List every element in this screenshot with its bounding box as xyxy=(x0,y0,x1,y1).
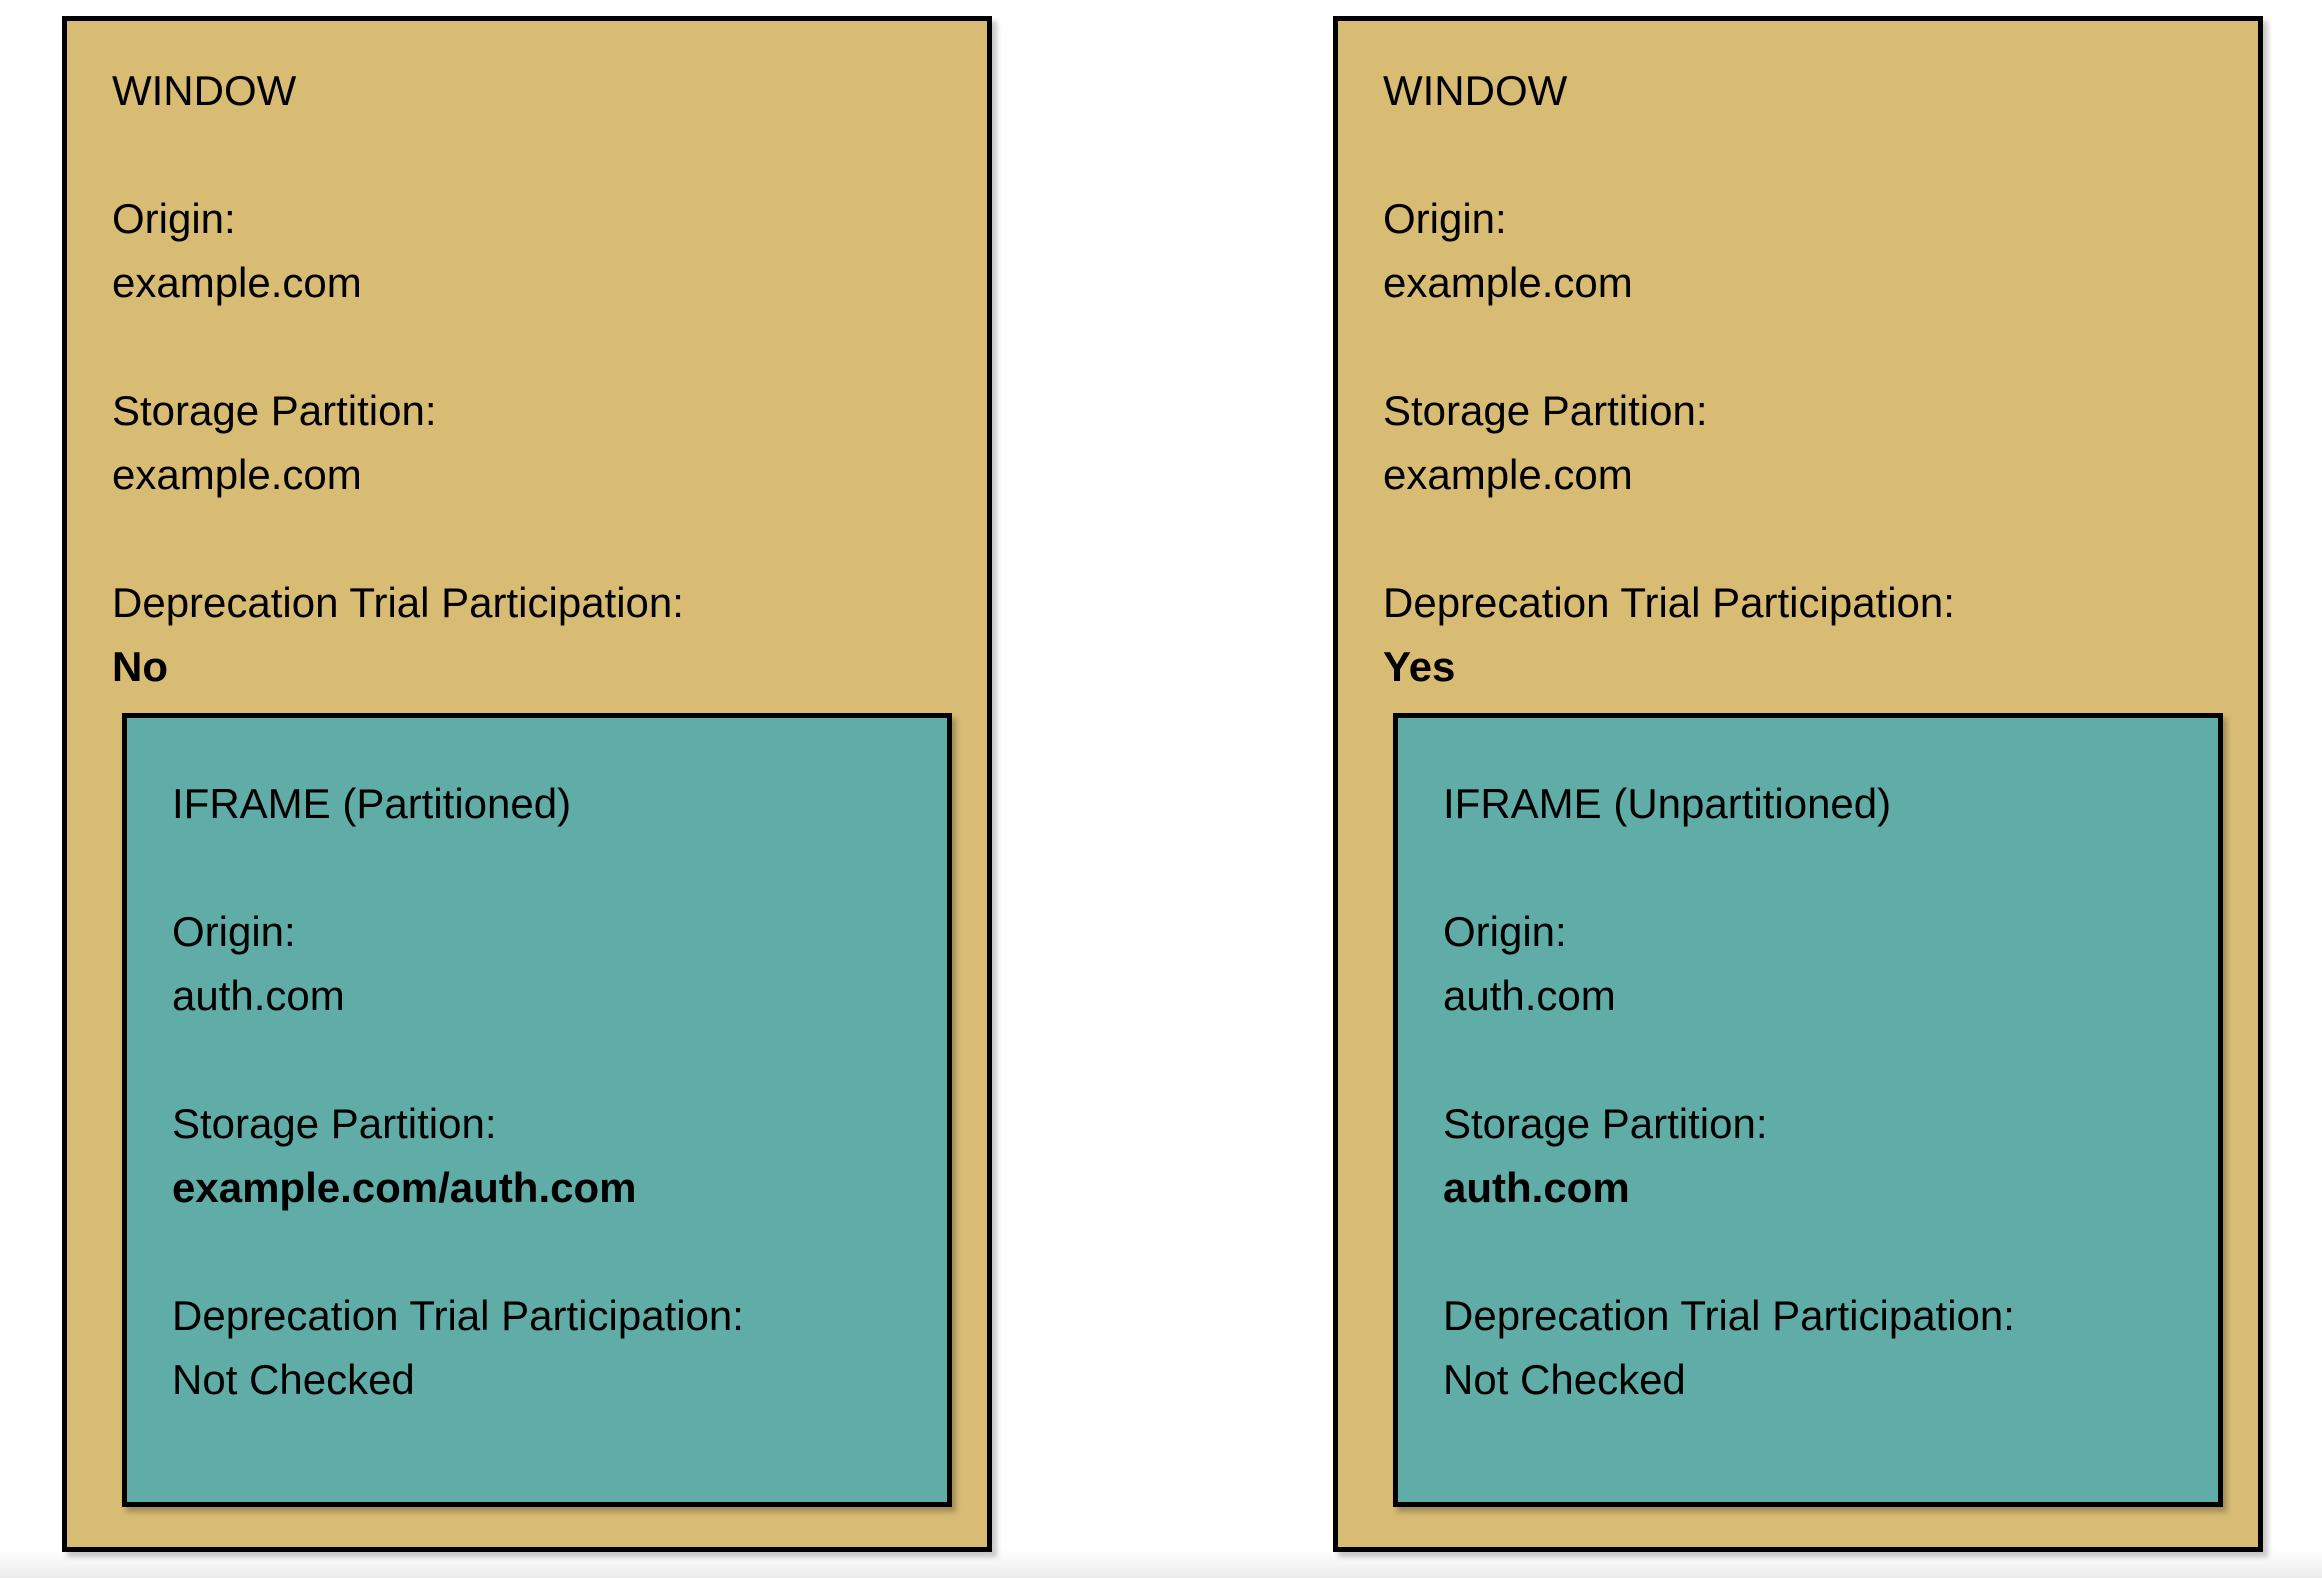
iframe-title: IFRAME (Partitioned) xyxy=(172,780,572,827)
field-value: auth.com xyxy=(1443,972,1616,1019)
field-value: example.com xyxy=(112,259,362,306)
field-origin: Origin: example.com xyxy=(112,187,943,315)
field-label: Storage Partition: xyxy=(172,1100,497,1147)
field-storage-partition: Storage Partition: example.com/auth.com xyxy=(172,1092,907,1220)
field-label: Origin: xyxy=(1443,908,1567,955)
window-title: WINDOW xyxy=(1383,67,1568,114)
field-origin: Origin: auth.com xyxy=(1443,900,2178,1028)
field-label: Origin: xyxy=(172,908,296,955)
field-storage-partition: Storage Partition: auth.com xyxy=(1443,1092,2178,1220)
field-label: Deprecation Trial Participation: xyxy=(1383,579,1955,626)
window-title: WINDOW xyxy=(112,67,297,114)
iframe-box-unpartitioned: IFRAME (Unpartitioned) Origin: auth.com … xyxy=(1393,713,2223,1507)
field-value: example.com/auth.com xyxy=(172,1164,637,1211)
field-deprecation-trial: Deprecation Trial Participation: Not Che… xyxy=(1443,1284,2178,1412)
field-value: No xyxy=(112,643,168,690)
field-value: example.com xyxy=(1383,451,1633,498)
field-origin: Origin: auth.com xyxy=(172,900,907,1028)
field-value: Not Checked xyxy=(172,1356,415,1403)
field-label: Deprecation Trial Participation: xyxy=(172,1292,744,1339)
field-value: Yes xyxy=(1383,643,1456,690)
field-deprecation-trial: Deprecation Trial Participation: No xyxy=(112,571,943,699)
field-value: example.com xyxy=(1383,259,1633,306)
field-storage-partition: Storage Partition: example.com xyxy=(1383,379,2214,507)
field-value: auth.com xyxy=(172,972,345,1019)
field-label: Storage Partition: xyxy=(1443,1100,1768,1147)
field-storage-partition: Storage Partition: example.com xyxy=(112,379,943,507)
field-label: Origin: xyxy=(1383,195,1507,242)
page-bottom-shadow xyxy=(0,1548,2322,1578)
field-label: Storage Partition: xyxy=(1383,387,1708,434)
field-value: auth.com xyxy=(1443,1164,1630,1211)
iframe-box-partitioned: IFRAME (Partitioned) Origin: auth.com St… xyxy=(122,713,952,1507)
window-box-left: WINDOW Origin: example.com Storage Parti… xyxy=(62,16,992,1552)
field-label: Storage Partition: xyxy=(112,387,437,434)
field-origin: Origin: example.com xyxy=(1383,187,2214,315)
field-deprecation-trial: Deprecation Trial Participation: Yes xyxy=(1383,571,2214,699)
field-label: Origin: xyxy=(112,195,236,242)
field-deprecation-trial: Deprecation Trial Participation: Not Che… xyxy=(172,1284,907,1412)
field-label: Deprecation Trial Participation: xyxy=(1443,1292,2015,1339)
iframe-title: IFRAME (Unpartitioned) xyxy=(1443,780,1892,827)
field-label: Deprecation Trial Participation: xyxy=(112,579,684,626)
window-box-right: WINDOW Origin: example.com Storage Parti… xyxy=(1333,16,2263,1552)
field-value: example.com xyxy=(112,451,362,498)
field-value: Not Checked xyxy=(1443,1356,1686,1403)
